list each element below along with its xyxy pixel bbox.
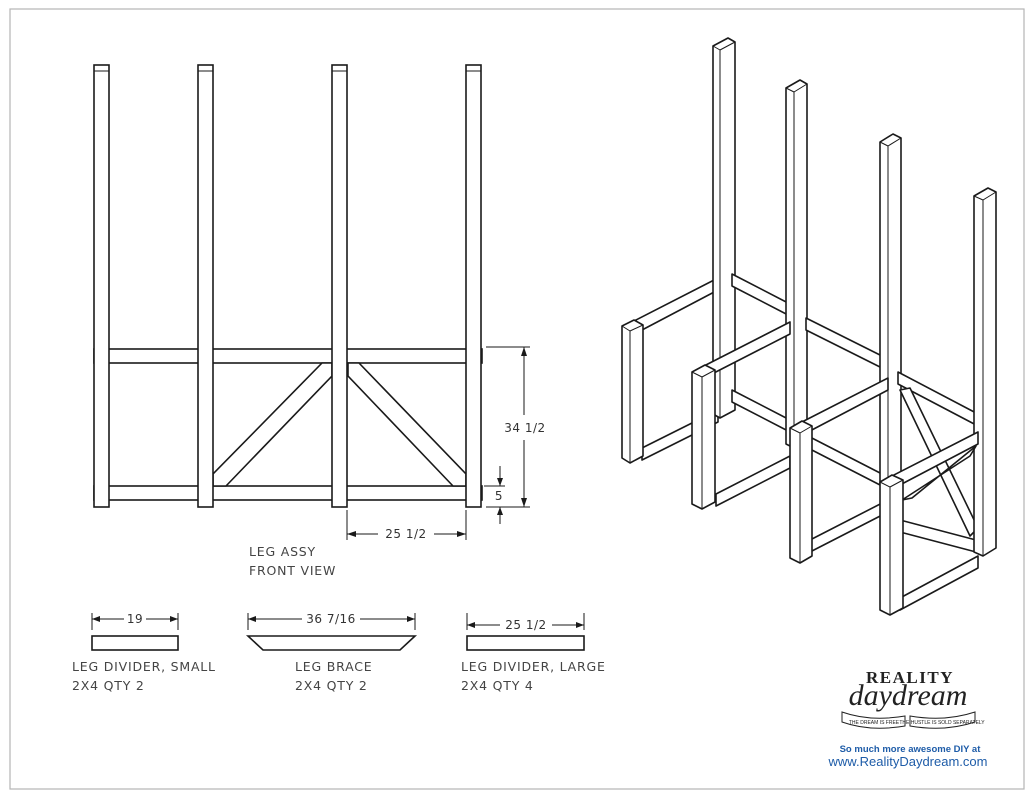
- logo-main-text: daydream: [849, 679, 968, 712]
- part-large-qty: 2X4 QTY 4: [461, 678, 534, 693]
- logo-ribbon-right-text: THE HUSTLE IS SOLD SEPARATELY: [899, 720, 985, 726]
- part-small-dim: 19: [127, 612, 143, 626]
- part-leg-divider-small: 19 LEG DIVIDER, SMALL 2X4 QTY 2: [72, 612, 216, 693]
- part-brace-dim: 36 7/16: [306, 612, 356, 626]
- dim-small-text: 5: [495, 489, 503, 503]
- part-large-shape: [466, 635, 585, 651]
- front-view-drawing: [93, 64, 483, 508]
- brand-logo: REALITY daydream THE DREAM IS FREE THE H…: [841, 668, 985, 729]
- dimension-small: 5: [484, 466, 505, 524]
- part-brace-shape: [245, 635, 418, 651]
- front-view-label-line1: LEG ASSY: [249, 544, 316, 559]
- logo-ribbon-left-text: THE DREAM IS FREE: [849, 720, 900, 726]
- logo-top-text: REALITY: [866, 668, 954, 687]
- brand-url-link[interactable]: www.RealityDaydream.com: [828, 754, 988, 769]
- brand-tagline: So much more awesome DIY at: [840, 744, 982, 755]
- part-large-name: LEG DIVIDER, LARGE: [461, 659, 606, 674]
- dimension-width: 25 1/2: [346, 510, 467, 541]
- dim-width-text: 25 1/2: [385, 527, 426, 541]
- dim-height-text: 34 1/2: [504, 421, 545, 435]
- logo-ribbon-right: [909, 711, 976, 729]
- part-small-name: LEG DIVIDER, SMALL: [72, 659, 216, 674]
- post-1: [93, 64, 110, 508]
- top-rail: [93, 348, 483, 364]
- front-view-label-line2: FRONT VIEW: [249, 563, 336, 578]
- dimension-height: 34 1/2: [486, 346, 545, 508]
- bottom-rail: [93, 485, 483, 501]
- sheet-border: [9, 8, 1025, 790]
- part-small-shape: [91, 635, 179, 651]
- post-2: [197, 64, 214, 508]
- part-leg-divider-large: 25 1/2 LEG DIVIDER, LARGE 2X4 QTY 4: [461, 613, 606, 693]
- post-3: [331, 64, 348, 508]
- isometric-view-drawing: [621, 37, 997, 616]
- right-diagonal-brace: [347, 362, 467, 487]
- part-brace-name: LEG BRACE: [295, 659, 372, 674]
- logo-ribbon-left: [841, 711, 906, 729]
- left-diagonal-brace: [212, 362, 333, 487]
- part-large-dim: 25 1/2: [505, 618, 546, 632]
- post-4: [465, 64, 482, 508]
- part-small-qty: 2X4 QTY 2: [72, 678, 145, 693]
- part-brace-qty: 2X4 QTY 2: [295, 678, 368, 693]
- part-leg-brace: 36 7/16 LEG BRACE 2X4 QTY 2: [245, 612, 418, 693]
